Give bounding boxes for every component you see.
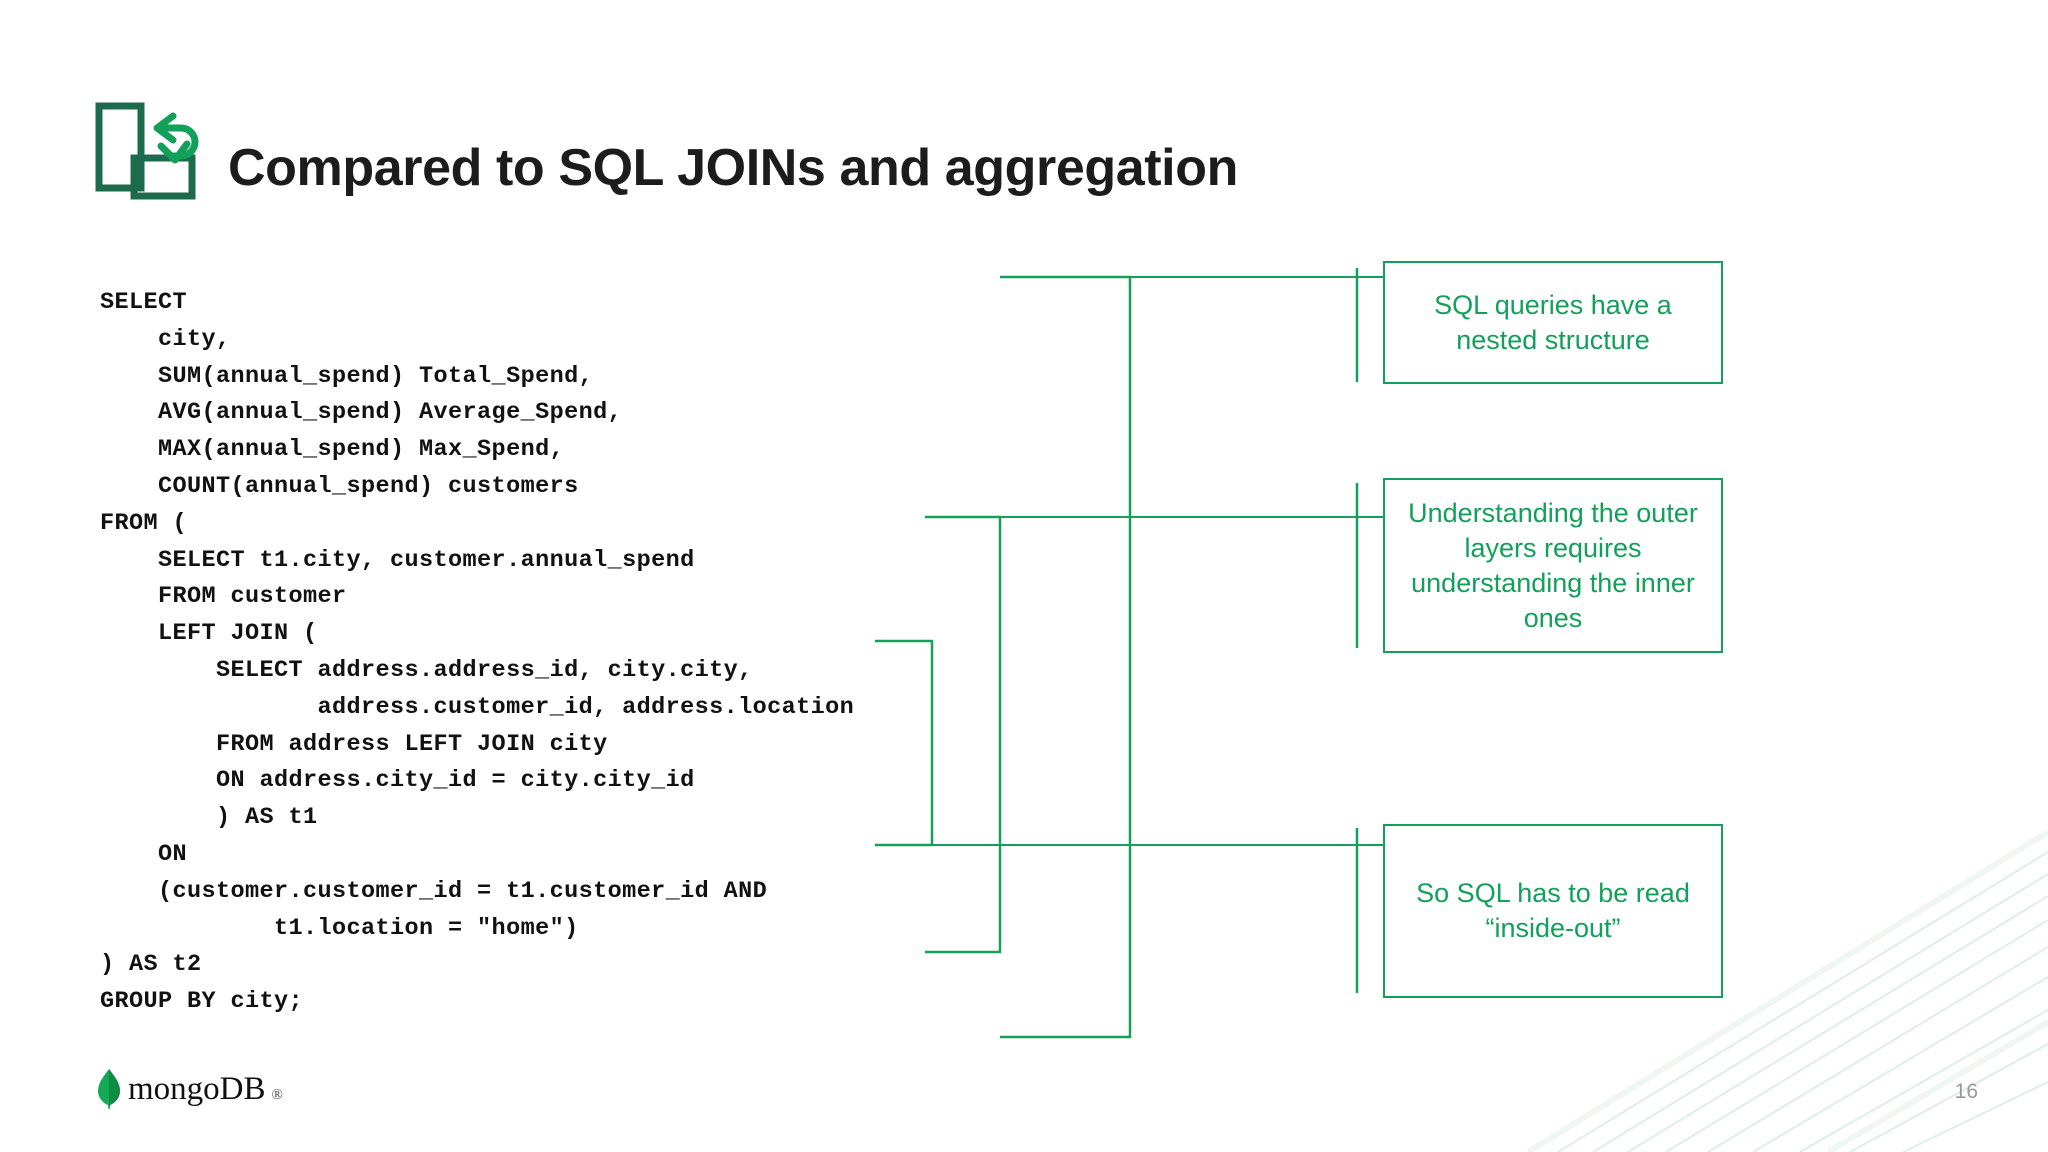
code-line: address.customer_id, address.location <box>100 693 855 721</box>
mongodb-leaf-icon <box>98 1069 120 1109</box>
callout-box-nested-structure: SQL queries have a nested structure <box>1383 261 1723 384</box>
code-line: t1.location = "home") <box>100 914 579 942</box>
callout-box-inside-out: So SQL has to be read “inside-out” <box>1383 824 1723 998</box>
code-line: FROM ( <box>100 509 188 537</box>
code-line: SELECT address.address_id, city.city, <box>100 656 753 684</box>
code-line: ON <box>100 840 188 868</box>
mongodb-logo: mongoDB ® <box>96 1068 283 1110</box>
nested-swap-icon <box>95 102 199 200</box>
code-line: (customer.customer_id = t1.customer_id A… <box>100 877 768 905</box>
code-line: FROM customer <box>100 583 347 611</box>
sql-code-block: SELECT city, SUM(annual_spend) Total_Spe… <box>100 285 854 1021</box>
code-line: SUM(annual_spend) Total_Spend, <box>100 362 594 390</box>
callout-box-outer-layers: Understanding the outer layers requires … <box>1383 478 1723 653</box>
code-line: GROUP BY city; <box>100 988 304 1016</box>
code-line: city, <box>100 325 231 353</box>
code-line: COUNT(annual_spend) customers <box>100 472 579 500</box>
code-line: MAX(annual_spend) Max_Spend, <box>100 436 565 464</box>
code-line: SELECT <box>100 289 188 316</box>
code-line: ) AS t2 <box>100 951 202 979</box>
page-number: 16 <box>1954 1080 1978 1103</box>
code-line: SELECT t1.city, customer.annual_spend <box>100 546 695 574</box>
code-line: LEFT JOIN ( <box>100 620 318 648</box>
registered-trademark-icon: ® <box>271 1087 283 1103</box>
code-line: ) AS t1 <box>100 804 318 832</box>
page-title: Compared to SQL JOINs and aggregation <box>228 139 1238 197</box>
code-line: ON address.city_id = city.city_id <box>100 767 695 795</box>
code-line: AVG(annual_spend) Average_Spend, <box>100 399 623 427</box>
code-line: FROM address LEFT JOIN city <box>100 730 608 758</box>
mongodb-wordmark: mongoDB <box>128 1070 266 1107</box>
